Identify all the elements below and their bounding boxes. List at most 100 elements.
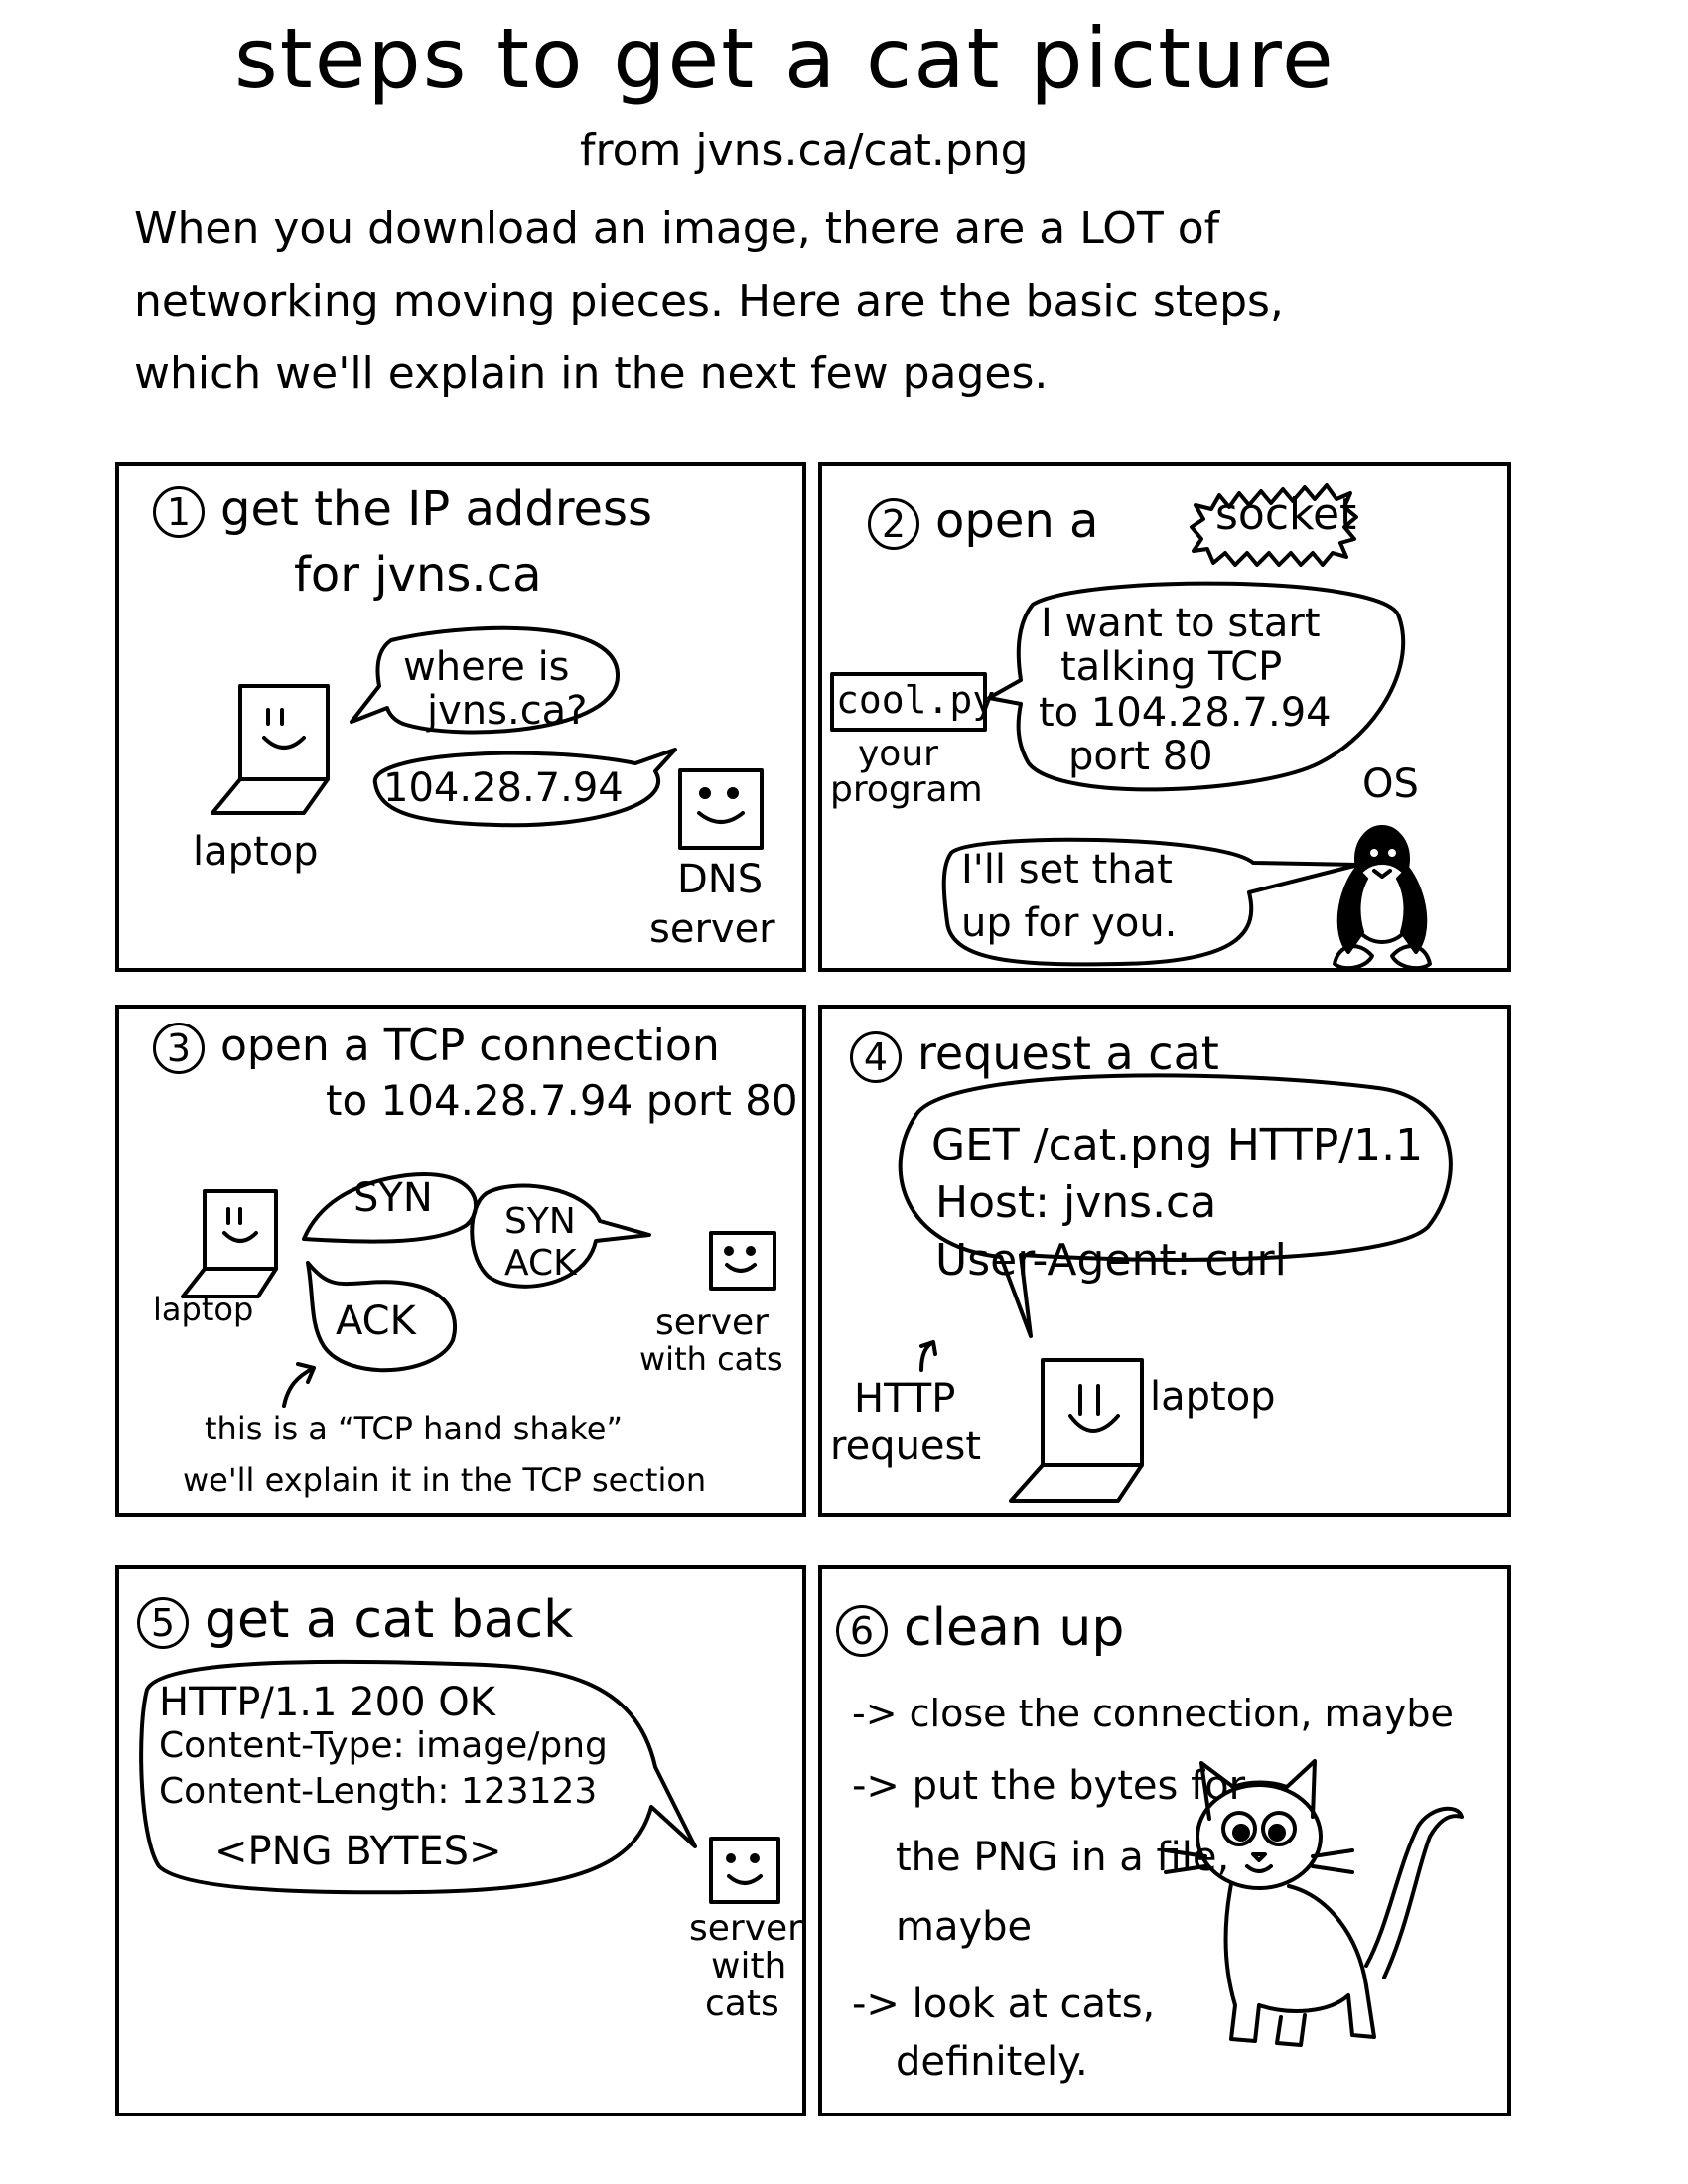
- server-label-line-1: server: [655, 1302, 769, 1343]
- panel-5-header: 5 get a cat back: [137, 1590, 573, 1650]
- step-number-badge: 1: [153, 486, 205, 538]
- bubble-question-line-2: jvns.ca?: [427, 688, 588, 734]
- panel-4-request-cat: 4 request a cat GET /cat.png HTTP/1.1 Hos…: [818, 1005, 1511, 1517]
- ack-label: ACK: [336, 1298, 416, 1344]
- http-response-line-1: HTTP/1.1 200 OK: [159, 1680, 495, 1725]
- panel-1-title-line-2: for jvns.ca: [294, 547, 542, 603]
- laptop-icon: [211, 684, 330, 815]
- server-label-line-2: with cats: [639, 1340, 783, 1378]
- speech-bubble-program: [987, 581, 1406, 792]
- server-label-line-1: server: [689, 1908, 802, 1949]
- step-number-badge: 2: [868, 498, 919, 550]
- speech-bubble-os: [941, 837, 1360, 967]
- panel-1-artwork: [211, 625, 764, 850]
- panel-5-artwork: [139, 1659, 780, 1904]
- panel-2-open-socket: 2 open a socket cool.py your program I wa…: [818, 462, 1511, 972]
- cleanup-item-2-line-3: maybe: [896, 1904, 1033, 1950]
- http-request-line-1: GET /cat.png HTTP/1.1: [931, 1120, 1424, 1170]
- synack-bubble: [470, 1183, 651, 1289]
- bubble-program-line-2: talking TCP: [1060, 644, 1283, 690]
- step-number-badge: 4: [850, 1030, 902, 1083]
- http-response-bubble: [139, 1659, 697, 1895]
- panel-2-header: 2 open a: [868, 493, 1098, 550]
- cleanup-item-2-line-2: the PNG in a file,: [896, 1835, 1230, 1880]
- http-request-bubble: [898, 1073, 1453, 1338]
- step-number-badge: 5: [137, 1597, 189, 1649]
- panel-3-artwork: [181, 1171, 776, 1408]
- panel-6-header: 6 clean up: [836, 1598, 1124, 1658]
- bubble-program-line-3: to 104.28.7.94: [1039, 690, 1332, 736]
- dns-server-label-line-2: server: [649, 906, 775, 952]
- laptop-icon: [1009, 1358, 1144, 1503]
- panel-6-clean-up: 6 clean up -> close the connection, maybe…: [818, 1565, 1511, 2116]
- step-number-badge: 6: [836, 1605, 888, 1657]
- panel-5-cat-back: 5 get a cat back HTTP/1.1 200 OK Content-…: [115, 1565, 806, 2116]
- handshake-arrow: [282, 1362, 316, 1408]
- cat-icon: [1164, 1759, 1464, 2047]
- intro-text: When you download an image, there are a …: [134, 204, 1284, 399]
- http-request-line-3: User-Agent: curl: [935, 1235, 1287, 1286]
- cleanup-item-3-line-2: definitely.: [896, 2039, 1088, 2085]
- server-icon: [709, 1837, 780, 1904]
- laptop-icon: [181, 1189, 278, 1298]
- panel-4-artwork: [898, 1073, 1453, 1503]
- panel-2-artwork: [830, 483, 1432, 971]
- bubble-os-line-1: I'll set that: [961, 847, 1173, 892]
- server-label-line-2: with: [711, 1946, 787, 1986]
- handshake-note-line-1: this is a “TCP hand shake”: [205, 1410, 624, 1447]
- panel-3-tcp-connection: 3 open a TCP connection to 104.28.7.94 po…: [115, 1005, 806, 1517]
- program-label-line-2: program: [830, 769, 983, 810]
- server-label-line-3: cats: [705, 1983, 779, 2024]
- http-request-line-2: Host: jvns.ca: [935, 1177, 1217, 1228]
- panel-4-title: request a cat: [917, 1026, 1219, 1080]
- panel-1-header: 1 get the IP address: [153, 481, 652, 538]
- os-penguin-icon: [1333, 825, 1432, 971]
- panel-2-title-socket: socket: [1215, 489, 1357, 540]
- panel-2-title-prefix: open a: [935, 493, 1099, 549]
- http-response-line-2: Content-Type: image/png: [159, 1725, 608, 1766]
- panel-3-title-line-2: to 104.28.7.94 port 80: [326, 1076, 798, 1125]
- synack-label-line-2: ACK: [504, 1243, 577, 1284]
- dns-server-label-line-1: DNS: [677, 857, 764, 902]
- synack-label-line-1: SYN: [504, 1201, 576, 1242]
- page-subtitle: from jvns.ca/cat.png: [580, 125, 1029, 176]
- http-request-arrow: [919, 1340, 937, 1372]
- program-file-box: [830, 672, 987, 732]
- http-response-line-4: <PNG BYTES>: [214, 1829, 502, 1874]
- panel-6-title: clean up: [904, 1598, 1125, 1658]
- program-label-line-1: your: [858, 734, 938, 774]
- speech-bubble-question: [350, 625, 621, 735]
- bubble-program-line-4: port 80: [1068, 734, 1213, 779]
- panel-1-get-ip: 1 get the IP address for jvns.ca where is…: [115, 462, 806, 972]
- panel-4-header: 4 request a cat: [850, 1026, 1219, 1083]
- panel-1-title: get the IP address: [220, 481, 653, 537]
- syn-bubble: [302, 1171, 478, 1244]
- socket-burst-outline: [1190, 483, 1358, 567]
- server-icon: [709, 1231, 776, 1291]
- panel-5-title: get a cat back: [205, 1590, 574, 1650]
- http-request-label-line-1: HTTP: [854, 1376, 956, 1422]
- bubble-question-line-1: where is: [403, 644, 570, 690]
- panel-3-title: open a TCP connection: [220, 1021, 720, 1071]
- handshake-note-line-2: we'll explain it in the TCP section: [183, 1461, 707, 1499]
- panel-3-header: 3 open a TCP connection: [153, 1021, 720, 1074]
- step-number-badge: 3: [153, 1023, 205, 1074]
- ack-bubble: [306, 1261, 458, 1373]
- os-label: OS: [1362, 761, 1419, 807]
- program-file-name: cool.py: [836, 678, 996, 722]
- speech-bubble-answer: [372, 748, 677, 828]
- dns-server-icon: [678, 768, 764, 850]
- syn-label: SYN: [353, 1175, 433, 1221]
- laptop-label: laptop: [193, 829, 319, 875]
- cleanup-item-2-line-1: -> put the bytes for: [852, 1763, 1246, 1809]
- bubble-os-line-2: up for you.: [961, 900, 1178, 946]
- http-request-label-line-2: request: [830, 1424, 982, 1469]
- laptop-label: laptop: [1150, 1374, 1276, 1420]
- page-title: steps to get a cat picture: [234, 10, 1336, 107]
- laptop-label: laptop: [153, 1291, 254, 1328]
- cleanup-item-3-line-1: -> look at cats,: [852, 1981, 1156, 2027]
- bubble-answer: 104.28.7.94: [383, 765, 624, 811]
- cleanup-item-1: -> close the connection, maybe: [852, 1692, 1454, 1735]
- http-response-line-3: Content-Length: 123123: [159, 1771, 598, 1812]
- bubble-program-line-1: I want to start: [1041, 601, 1321, 646]
